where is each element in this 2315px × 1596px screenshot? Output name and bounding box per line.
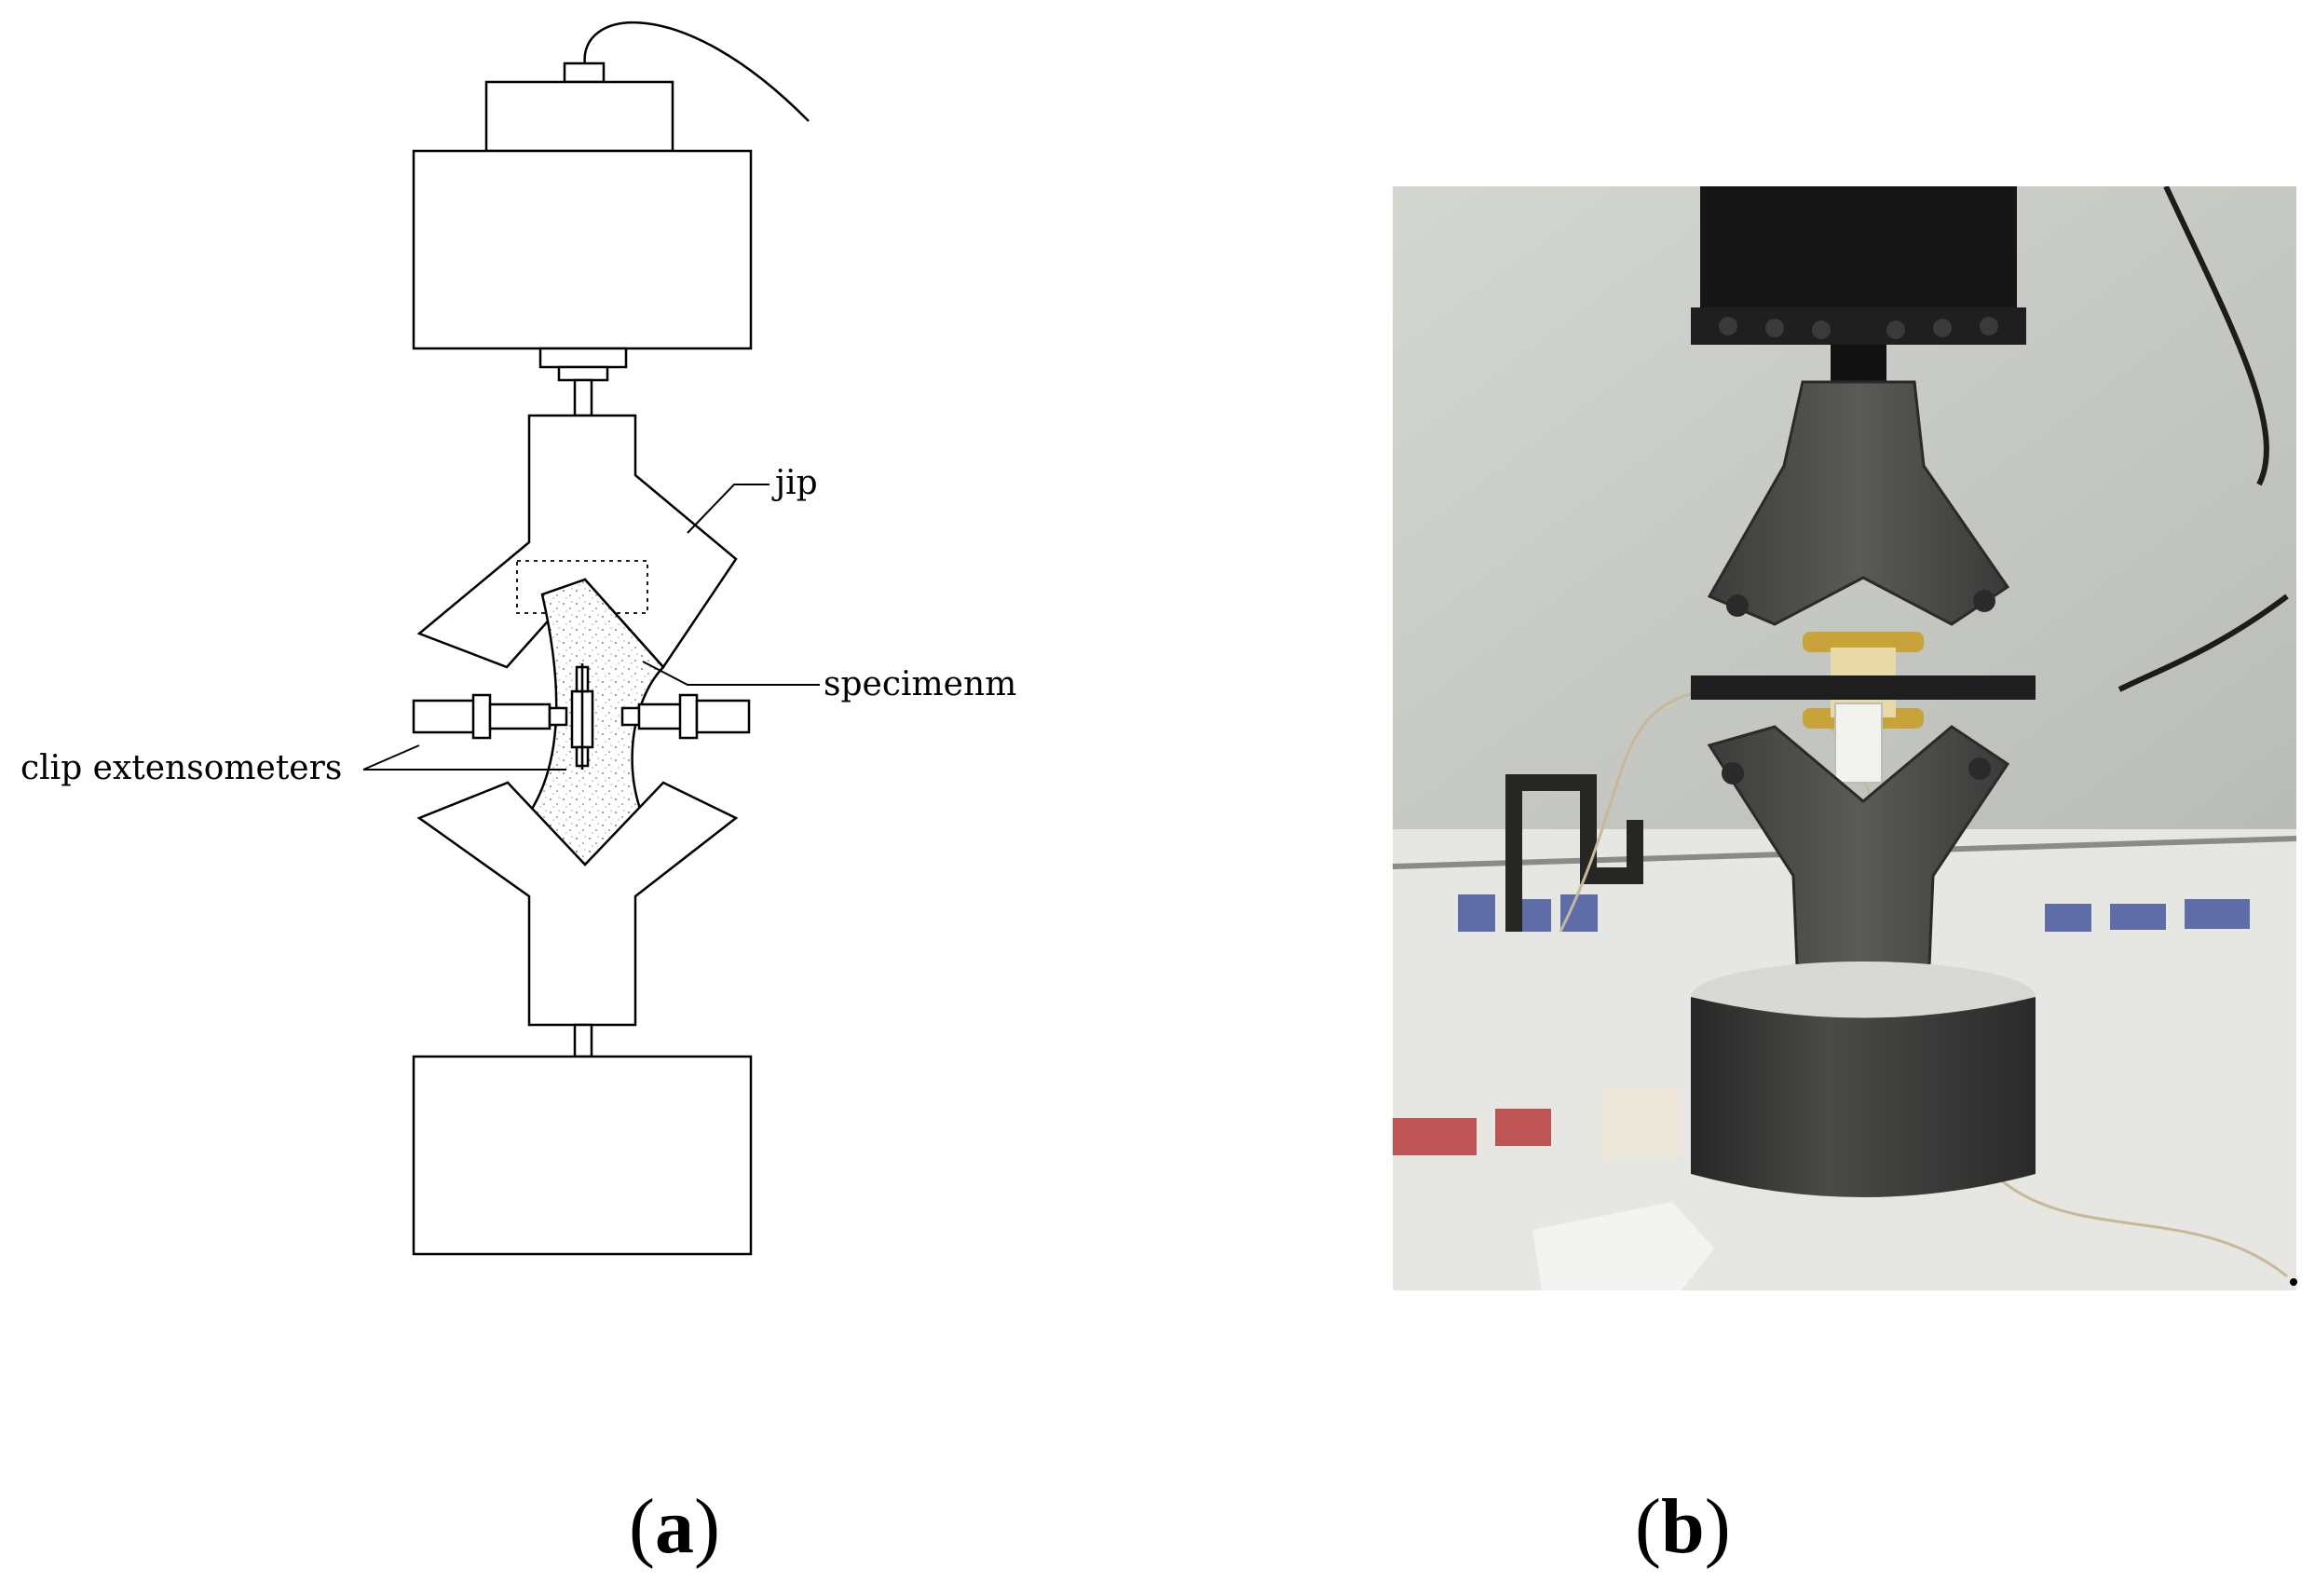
lower-jig-bolt-left [1722, 762, 1744, 784]
panel-label-a: (a) [629, 1483, 720, 1570]
gold-ring-upper [1803, 632, 1924, 652]
debris-block [1602, 1088, 1682, 1158]
cable-connector [563, 61, 606, 84]
jip-leader-line [687, 484, 769, 534]
top-coupler [538, 347, 628, 369]
lower-jig [416, 781, 739, 1027]
cable-right [2118, 186, 2289, 692]
panel-label-b: (b) [1635, 1483, 1731, 1570]
back-frame [1505, 774, 1643, 932]
load-cell-cable [583, 20, 810, 122]
photo-lower-jig [1707, 725, 2010, 989]
debris-fragment [1532, 1202, 1714, 1290]
schematic-drawing: jip specimenm clip extensometers [20, 20, 1016, 1256]
top-actuator-block [412, 149, 753, 350]
upper-clamp-zone [516, 560, 648, 614]
bottom-rod [573, 1023, 593, 1058]
specimen-label: specimenm [824, 665, 1016, 703]
specimen-leader-line [642, 661, 820, 686]
extensometer-white-clip [1834, 703, 1883, 784]
flange-bolts [1719, 317, 1998, 339]
top-rod [573, 378, 593, 417]
clip-extensometers-label: clip extensometers [20, 749, 342, 787]
base-cylinder [1691, 997, 2036, 1197]
load-cell-cap [484, 80, 674, 153]
sensor-wire-left [1559, 688, 1710, 933]
actuator-flange [1691, 307, 2026, 345]
actuator-rod [1831, 345, 1886, 382]
test-setup-photo [1393, 186, 2296, 1290]
table-print-red [1393, 1109, 1551, 1155]
photo-upper-jig [1707, 380, 2010, 626]
lower-jig-bolt-right [1968, 757, 1991, 780]
top-coupler-lower [557, 365, 609, 382]
upper-jig-bolt-right [1973, 590, 1995, 612]
extensometer-bar [1691, 675, 2036, 700]
jip-label: jip [771, 464, 818, 502]
clip-extensometer-assembly [412, 663, 751, 770]
upper-jig-bolt-left [1726, 594, 1749, 617]
actuator-cylinder [1700, 186, 2017, 326]
trailing-dot [2290, 1278, 2297, 1286]
bottom-support-block [412, 1055, 753, 1256]
clip-leader-line [362, 744, 566, 771]
